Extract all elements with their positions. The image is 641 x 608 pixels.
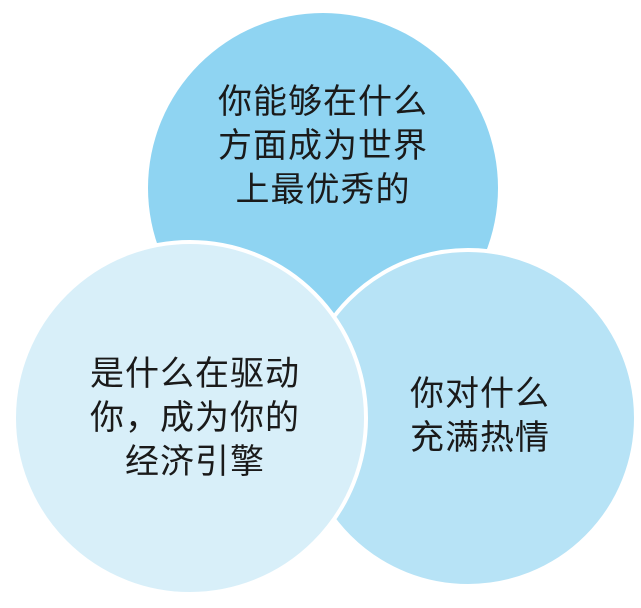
circle-left-label: 是什么在驱动 你，成为你的 经济引擎 [60, 352, 330, 484]
circle-right-label: 你对什么 充满热情 [380, 372, 580, 460]
circle-left-label-line: 是什么在驱动 [90, 354, 300, 394]
circle-top-label-line: 上最优秀的 [235, 170, 411, 210]
circle-left [12, 240, 368, 596]
circle-right-label-line: 充满热情 [410, 418, 550, 458]
circle-left-label-line: 经济引擎 [125, 442, 265, 482]
circle-top-label-line: 你能够在什么 [218, 82, 428, 122]
circle-top-label: 你能够在什么 方面成为世界 上最优秀的 [198, 80, 448, 212]
circle-left-label-line: 你，成为你的 [90, 398, 300, 438]
circle-right-label-line: 你对什么 [410, 374, 550, 414]
circle-top-label-line: 方面成为世界 [218, 126, 428, 166]
